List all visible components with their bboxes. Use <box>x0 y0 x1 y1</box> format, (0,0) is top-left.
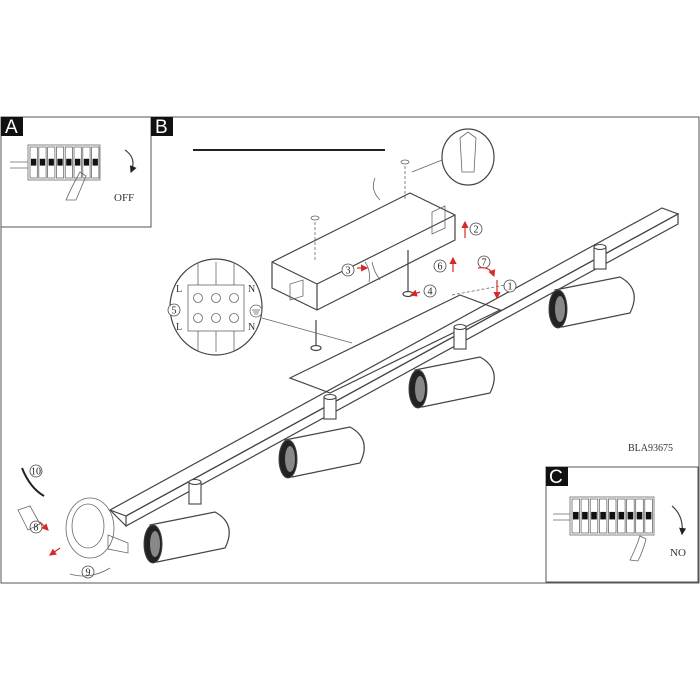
terminal-n-top: N <box>248 284 255 295</box>
switch-off-arrow-icon <box>124 149 137 174</box>
wall-plug-icon <box>459 131 477 173</box>
step-marker-2 <box>469 222 483 236</box>
spotlights <box>143 244 635 564</box>
spotlight-2 <box>278 394 365 479</box>
switch-no-arrow-icon <box>671 505 687 536</box>
fuse-box-icon-c <box>553 496 655 536</box>
step-number-9: 9 <box>86 568 91 579</box>
bulb-replacement-detail <box>17 467 129 577</box>
terminal-l-top: L <box>176 284 182 295</box>
hand-icon-c <box>629 535 647 562</box>
panel-a: A OFF <box>0 116 152 228</box>
fuse-box-icon <box>10 144 101 181</box>
base-plate <box>288 294 502 394</box>
step-number-5: 5 <box>172 306 177 317</box>
instruction-arrows <box>39 220 501 556</box>
step-number-2: 2 <box>474 225 479 236</box>
no-label: NO <box>670 547 686 559</box>
spotlight-1 <box>143 479 230 564</box>
mounting-bracket <box>271 177 456 311</box>
step-marker-6 <box>433 259 447 273</box>
terminal-block-icon <box>187 262 245 352</box>
arrow-step-4-icon <box>409 289 421 297</box>
panel-b-label-box <box>151 117 173 136</box>
step-marker-4 <box>423 284 437 298</box>
step-number-7: 7 <box>482 258 487 269</box>
panel-c-letter: C <box>549 467 563 488</box>
bolt-guide-line <box>451 284 506 296</box>
spotlight-4 <box>548 244 635 329</box>
step-number-10: 10 <box>31 467 41 478</box>
spotlight-3 <box>408 324 495 409</box>
step-number-4: 4 <box>428 287 433 298</box>
spot-cap-icon <box>17 505 41 531</box>
step-marker-10 <box>29 464 43 478</box>
arrow-step-8-icon <box>39 521 49 531</box>
step-marker-5 <box>167 303 181 317</box>
model-code: BLA93675 <box>628 443 673 454</box>
terminal-block-callout: L L N N <box>169 258 353 356</box>
step-markers: 1 2 3 4 5 6 7 8 9 10 <box>29 222 517 579</box>
step-number-1: 1 <box>508 282 513 293</box>
terminal-n-bottom: N <box>248 322 255 333</box>
hand-icon <box>65 171 87 201</box>
step-marker-3 <box>341 263 355 277</box>
diagram-frame <box>0 116 700 584</box>
off-label: OFF <box>114 192 134 204</box>
terminal-l-bottom: L <box>176 322 182 333</box>
panel-c-label-box <box>546 467 568 486</box>
step-marker-1 <box>503 279 517 293</box>
wall-plug-callout <box>310 128 495 262</box>
ground-icon <box>249 304 263 318</box>
track-rail <box>108 207 680 528</box>
panel-a-label-box <box>1 117 23 136</box>
panel-c: C NO <box>545 466 699 583</box>
arrow-step-9-icon <box>49 547 61 556</box>
arrow-step-7-icon <box>477 267 496 278</box>
gu10-bulb-icon <box>65 497 115 559</box>
panel-b-letter: B <box>155 117 168 138</box>
step-number-3: 3 <box>346 266 351 277</box>
panel-a-letter: A <box>5 117 18 138</box>
tool-pointer-icon <box>21 467 45 497</box>
step-number-8: 8 <box>34 523 39 534</box>
step-number-6: 6 <box>438 262 443 273</box>
